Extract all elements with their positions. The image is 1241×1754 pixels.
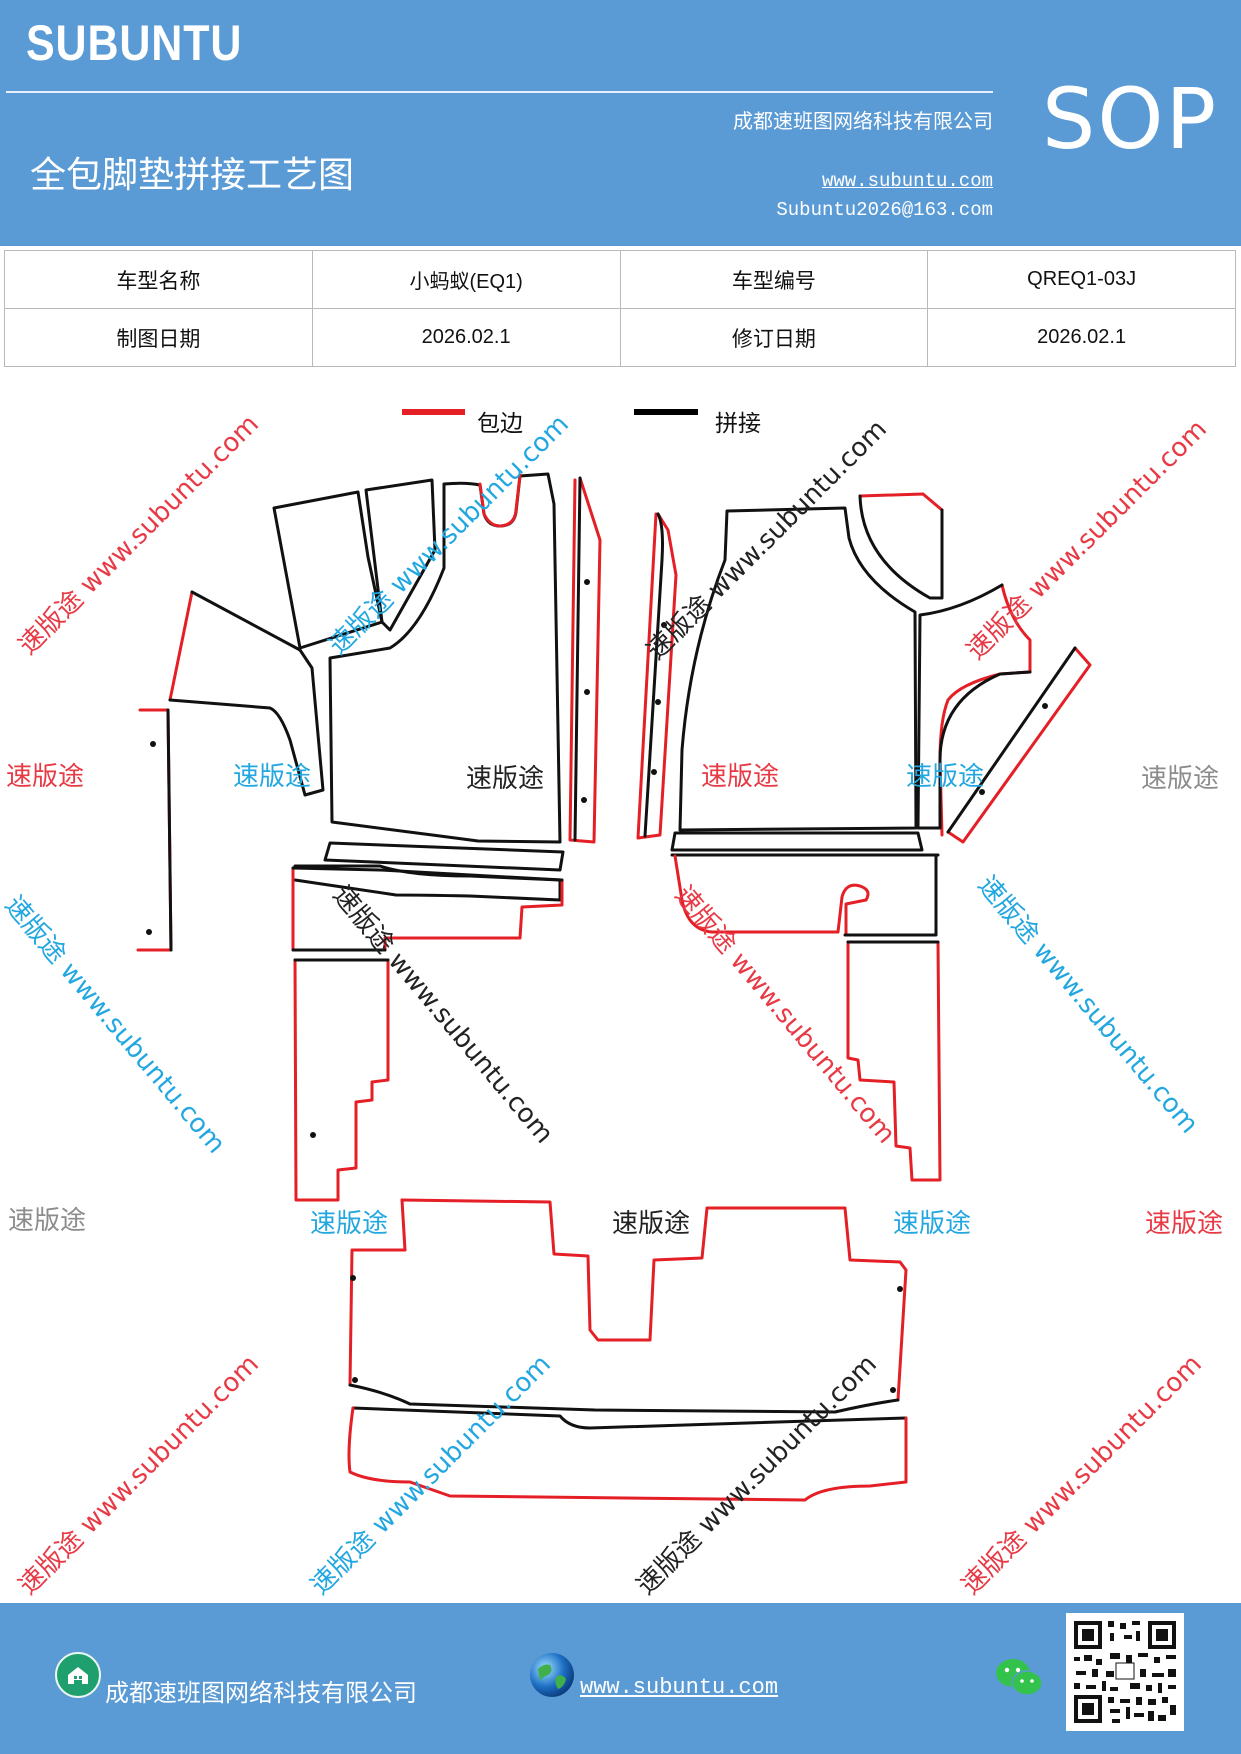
- watermark-text: 速版途: [8, 1206, 87, 1236]
- mat-piece-driver-main: [328, 472, 562, 844]
- draw-date-label: 制图日期: [4, 308, 313, 367]
- watermark-text: 速版途: [701, 762, 780, 792]
- mat-piece-left-pillar-strip: [568, 476, 602, 844]
- mat-piece-right-sill: [670, 831, 940, 857]
- model-name-value: 小蚂蚁(EQ1): [311, 250, 621, 309]
- table-row: 制图日期 2026.02.1 修订日期 2026.02.1: [4, 308, 1236, 367]
- mat-piece-rear-seat: [348, 1198, 908, 1414]
- globe-icon: [530, 1653, 574, 1697]
- header-divider: [6, 91, 993, 93]
- watermark-text: 速版途: [310, 1209, 389, 1239]
- footer-banner: 成都速班图网络科技有限公司 www.subuntu.com: [0, 1603, 1241, 1754]
- mat-piece-rear-floor: [347, 1406, 908, 1502]
- watermark-text: 速版途: [466, 764, 545, 794]
- watermark-text: 速版途: [233, 762, 312, 792]
- wechat-icon[interactable]: [994, 1655, 1044, 1699]
- header-banner: SUBUNTU 成都速班图网络科技有限公司 全包脚垫拼接工艺图 www.subu…: [0, 0, 1241, 246]
- mat-piece-right-footrest: [673, 853, 938, 937]
- watermark-text: 速版途: [1141, 764, 1220, 794]
- mat-piece-left-footrest: [291, 866, 564, 952]
- mat-piece-left-lower-strip: [293, 958, 390, 1202]
- draw-date-value: 2026.02.1: [311, 308, 621, 367]
- watermark-text: 速版途: [906, 762, 985, 792]
- qr-code-icon: [1066, 1613, 1184, 1731]
- mat-piece-right-lower-strip: [846, 940, 942, 1182]
- mat-piece-passenger-main: [678, 506, 918, 832]
- revise-date-value: 2026.02.1: [927, 308, 1236, 367]
- vehicle-info-table: 车型名称 小蚂蚁(EQ1) 车型编号 QREQ1-03J 制图日期 2026.0…: [4, 250, 1236, 367]
- brand-logo: SUBUNTU: [26, 15, 243, 71]
- mat-piece-right-pillar-strip: [636, 512, 678, 840]
- company-building-icon: [55, 1652, 101, 1698]
- edge-legend-label: 包边: [477, 411, 523, 437]
- watermark-text: 速版途: [893, 1209, 972, 1239]
- footer-company-name: 成都速班图网络科技有限公司: [105, 1679, 417, 1707]
- table-row: 车型名称 小蚂蚁(EQ1) 车型编号 QREQ1-03J: [4, 250, 1236, 309]
- page-title: 全包脚垫拼接工艺图: [30, 155, 355, 196]
- mat-piece-right-diagonal-strip: [946, 646, 1092, 844]
- model-name-label: 车型名称: [4, 250, 313, 309]
- sop-label: SOP: [1042, 70, 1219, 168]
- legend-swatches: [402, 409, 698, 415]
- watermark-text: 速版途: [6, 762, 85, 792]
- splice-legend-label: 拼接: [715, 411, 761, 437]
- footer-website-link[interactable]: www.subuntu.com: [580, 1675, 779, 1700]
- watermark-text: 速版途: [1145, 1209, 1224, 1239]
- floor-mat-diagram: [136, 472, 1092, 1502]
- company-name: 成都速班图网络科技有限公司: [733, 109, 993, 133]
- model-code-value: QREQ1-03J: [927, 250, 1236, 309]
- mat-piece-left-strip: [136, 708, 173, 952]
- model-code-label: 车型编号: [619, 250, 929, 309]
- watermark-text: 速版途: [612, 1209, 691, 1239]
- email-address: Subuntu2026@163.com: [776, 199, 993, 221]
- mat-piece-right-pocket: [858, 492, 944, 600]
- revise-date-label: 修订日期: [619, 308, 929, 367]
- mat-piece-top-panels: [272, 478, 437, 650]
- mat-piece-right-side-panel: [916, 583, 1032, 837]
- website-link[interactable]: www.subuntu.com: [821, 170, 993, 192]
- mat-piece-left-fan: [168, 590, 325, 797]
